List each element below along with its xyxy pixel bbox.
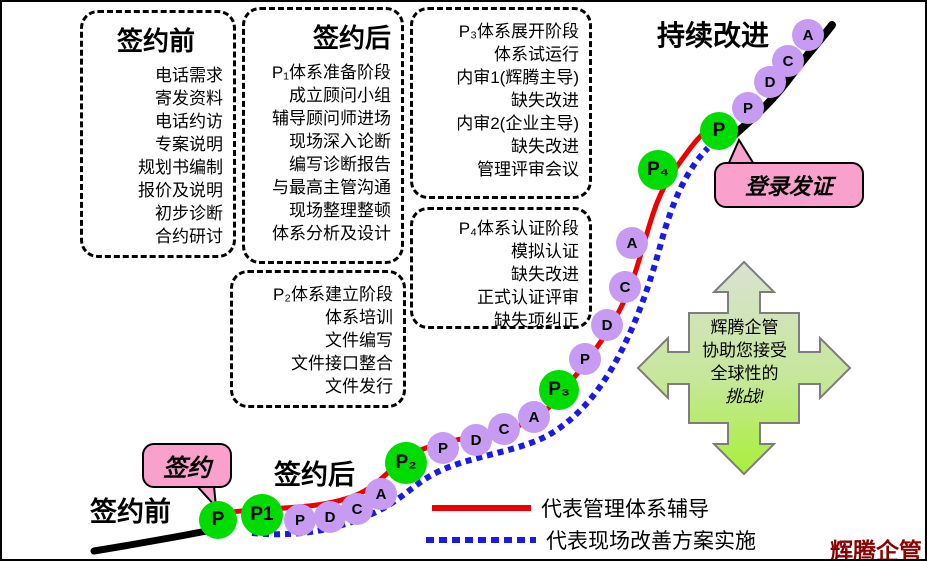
pre-sign-box: 签约前 电话需求寄发资料电话约访专案说明规划书编制报价及说明初步诊断合约研讨 — [80, 10, 236, 258]
continuous-improvement-label: 持续改进 — [657, 20, 770, 51]
box-item: P₃体系展开阶段 — [458, 22, 579, 41]
sign-bubble: 签约 — [142, 443, 232, 488]
box-item: 缺失改进 — [511, 91, 579, 110]
p3-stage-box-items: P₃体系展开阶段体系试运行内审1(辉腾主导)缺失改进内审2(企业主导)缺失改进管… — [413, 18, 589, 181]
blue-dotted-swatch — [426, 537, 536, 543]
pre-sign-curve — [90, 523, 232, 555]
box-item: 文件接口整合 — [291, 354, 393, 373]
box-item: 体系分析及设计 — [272, 224, 391, 243]
box-item: 编写诊断报告 — [289, 155, 391, 174]
box-item: P₁体系准备阶段 — [271, 63, 391, 82]
arrow-text-line: 挑战! — [725, 387, 764, 406]
certificate-bubble: 登录发证 — [714, 162, 864, 208]
box-item: 缺失改进 — [511, 265, 579, 284]
box-item: 体系培训 — [325, 308, 393, 327]
legend-row-implementation: 代表现场改善方案实施 — [426, 525, 756, 555]
box-item: 现场整理整顿 — [289, 201, 391, 220]
post-sign-box-title: 签约后 — [312, 23, 391, 53]
arrow-text-line: 全球性的 — [710, 364, 779, 383]
box-item: 内审2(企业主导) — [456, 114, 579, 133]
box-item: 初步诊断 — [155, 204, 223, 223]
box-item: 辅导顾问师进场 — [272, 109, 391, 128]
four-way-arrow-text: 辉腾企管协助您接受全球性的挑战! — [662, 316, 827, 408]
p4-stage-box-items: P₄体系认证阶段模拟认证缺失改进正式认证评审缺失项纠正 — [413, 215, 589, 332]
box-item: P₄体系认证阶段 — [458, 219, 579, 238]
arrow-text-line: 协助您接受 — [702, 341, 787, 360]
box-item: 现场深入论断 — [289, 132, 391, 151]
box-item: 报价及说明 — [138, 181, 223, 200]
post-sign-box: 签约后 P₁体系准备阶段成立顾问小组辅导顾问师进场现场深入论断编写诊断报告与最高… — [242, 7, 404, 264]
legend-label: 代表现场改善方案实施 — [546, 530, 756, 553]
p2-stage-box-items: P₂体系建立阶段体系培训文件编写文件接口整合文件发行 — [233, 281, 403, 398]
legend-label: 代表管理体系辅导 — [541, 498, 709, 521]
box-item: 文件发行 — [325, 377, 393, 396]
box-item: 规划书编制 — [138, 158, 223, 177]
pre-sign-label: 签约前 — [90, 497, 171, 527]
red-solid-swatch — [432, 505, 531, 511]
box-item: 寄发资料 — [155, 89, 223, 108]
box-item: P₂体系建立阶段 — [273, 285, 393, 304]
box-item: 合约研讨 — [155, 227, 223, 246]
box-item: 模拟认证 — [511, 242, 579, 261]
box-item: 与最高主管沟通 — [272, 178, 391, 197]
box-item: 文件编写 — [325, 331, 393, 350]
pre-sign-box-items: 电话需求寄发资料电话约访专案说明规划书编制报价及说明初步诊断合约研讨 — [83, 62, 233, 248]
company-watermark: 辉腾企管 — [830, 539, 922, 561]
arrow-text-line: 辉腾企管 — [710, 318, 779, 337]
box-item: 缺失改进 — [511, 137, 579, 156]
box-item: 专案说明 — [155, 135, 223, 154]
post-sign-box-items: P₁体系准备阶段成立顾问小组辅导顾问师进场现场深入论断编写诊断报告与最高主管沟通… — [245, 59, 401, 245]
box-item: 成立顾问小组 — [289, 86, 391, 105]
blue-dotted-curve — [251, 145, 711, 538]
box-item: 内审1(辉腾主导) — [456, 68, 579, 87]
post-sign-label: 签约后 — [274, 460, 355, 490]
pre-sign-box-title: 签约前 — [116, 26, 195, 56]
p4-stage-box: P₄体系认证阶段模拟认证缺失改进正式认证评审缺失项纠正 — [410, 207, 592, 332]
p2-stage-box: P₂体系建立阶段体系培训文件编写文件接口整合文件发行 — [230, 270, 406, 408]
box-item: 体系试运行 — [494, 45, 579, 64]
box-item: 管理评审会议 — [477, 160, 579, 179]
four-way-arrow — [636, 260, 852, 476]
box-item: 电话需求 — [155, 66, 223, 85]
legend-row-consulting: 代表管理体系辅导 — [432, 493, 709, 523]
box-item: 电话约访 — [155, 112, 223, 131]
box-item: 缺失项纠正 — [494, 311, 579, 330]
p3-stage-box: P₃体系展开阶段体系试运行内审1(辉腾主导)缺失改进内审2(企业主导)缺失改进管… — [410, 7, 592, 199]
box-item: 正式认证评审 — [477, 288, 579, 307]
